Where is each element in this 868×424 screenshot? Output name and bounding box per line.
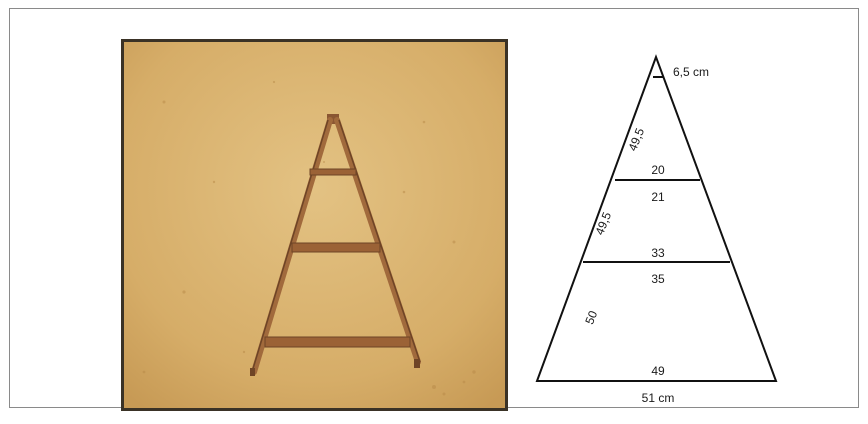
outer-triangle — [535, 54, 778, 382]
ladder — [250, 114, 421, 376]
sand-background — [124, 42, 505, 408]
ladder-top-cap — [327, 114, 339, 124]
ladder-right-rail — [334, 117, 421, 365]
top-width-label: 6,5 cm — [673, 65, 709, 79]
middle-side-label: 49,5 — [592, 210, 614, 237]
ladder-rung-2 — [291, 242, 381, 253]
rung-1-lower-label: 21 — [651, 190, 665, 204]
figure-frame: 6,5 cm 49,5 20 21 49,5 33 35 50 49 51 cm — [9, 8, 859, 411]
rung-1-upper-label: 20 — [651, 163, 665, 177]
lower-side-label: 50 — [582, 308, 600, 326]
sand-texture — [142, 80, 476, 396]
ladder-photo — [121, 39, 508, 411]
rung-2-upper-label: 33 — [651, 246, 665, 260]
ladder-right-rail-edge — [338, 119, 421, 363]
ladder-rung-1 — [309, 168, 357, 176]
ladder-rung-3 — [264, 336, 411, 348]
ladder-left-rail-edge — [251, 119, 329, 373]
ladder-diagram: 6,5 cm 49,5 20 21 49,5 33 35 50 49 51 cm — [530, 53, 820, 419]
ladder-left-foot — [250, 368, 255, 376]
ladder-diagram-svg: 6,5 cm 49,5 20 21 49,5 33 35 50 49 51 cm — [535, 54, 778, 405]
base-width-label: 51 cm — [642, 391, 675, 405]
ladder-right-foot — [414, 359, 420, 368]
base-inner-label: 49 — [651, 364, 665, 378]
ladder-photo-image — [124, 42, 505, 408]
rung-2-lower-label: 35 — [651, 272, 665, 286]
